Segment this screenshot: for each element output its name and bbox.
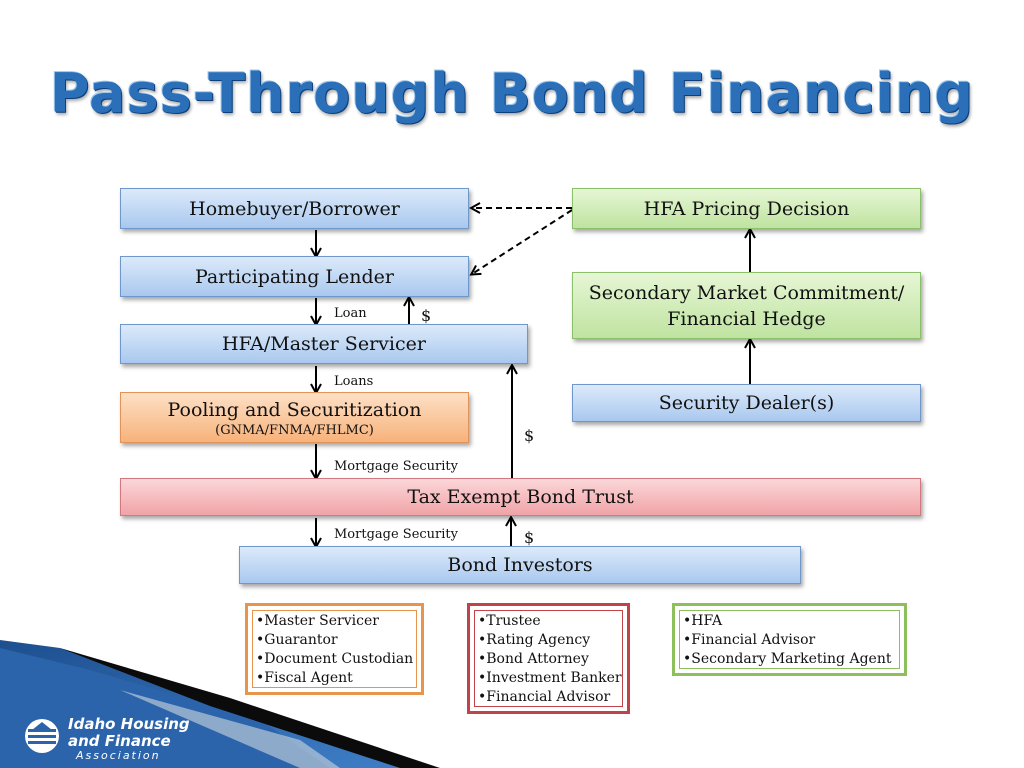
dealer-box: Security Dealer(s) xyxy=(572,384,921,422)
list-item: •Financial Advisor xyxy=(683,632,816,648)
list-item: •Bond Attorney xyxy=(478,651,589,667)
pricing-box: HFA Pricing Decision xyxy=(572,188,921,229)
dealer-label: Security Dealer(s) xyxy=(658,392,835,414)
dollar-label-servicer: $ xyxy=(524,426,535,445)
trust-label: Tax Exempt Bond Trust xyxy=(407,486,634,508)
mortgage-security-label-1: Mortgage Security xyxy=(334,459,458,474)
logo-line3: Association xyxy=(76,749,161,762)
trust-box: Tax Exempt Bond Trust xyxy=(120,478,921,516)
page-title: Pass-Through Bond Financing xyxy=(49,62,975,125)
dollar-label-trust: $ xyxy=(524,528,535,547)
mortgage-security-label-2: Mortgage Security xyxy=(334,527,458,542)
lender-label: Participating Lender xyxy=(195,265,394,288)
homebuyer-box: Homebuyer/Borrower xyxy=(120,188,469,229)
servicer-label: HFA/Master Servicer xyxy=(222,333,426,355)
list-item: •Financial Advisor xyxy=(478,689,611,705)
homebuyer-label: Homebuyer/Borrower xyxy=(189,197,400,220)
list-item: •Trustee xyxy=(478,613,541,629)
list-item: •Investment Banker xyxy=(478,670,622,686)
list-item: •HFA xyxy=(683,613,723,629)
loans-label: Loans xyxy=(334,374,374,389)
pooling-box: Pooling and Securitization (GNMA/FNMA/FH… xyxy=(120,392,469,443)
list-item: •Master Servicer xyxy=(256,613,379,629)
logo-line1: Idaho Housing xyxy=(68,715,190,733)
pricing-label: HFA Pricing Decision xyxy=(643,197,850,220)
investors-box: Bond Investors xyxy=(239,546,801,584)
idaho-housing-logo-icon xyxy=(25,719,59,753)
investors-label: Bond Investors xyxy=(447,554,593,576)
dollar-label-lender: $ xyxy=(421,306,432,325)
list-item: •Guarantor xyxy=(256,632,338,648)
list-item: •Secondary Marketing Agent xyxy=(683,651,892,667)
pooling-sublabel: (GNMA/FNMA/FHLMC) xyxy=(215,423,374,438)
loan-label: Loan xyxy=(334,306,367,321)
secondary-label-line2: Financial Hedge xyxy=(667,307,826,330)
red-participants-list: •Trustee •Rating Agency •Bond Attorney •… xyxy=(467,603,630,714)
list-item: •Fiscal Agent xyxy=(256,670,353,686)
secondary-label-line1: Secondary Market Commitment/ xyxy=(588,281,905,304)
secondary-box: Secondary Market Commitment/ Financial H… xyxy=(572,272,921,339)
servicer-box: HFA/Master Servicer xyxy=(120,324,528,364)
orange-participants-list: •Master Servicer •Guarantor •Document Cu… xyxy=(245,603,424,695)
pooling-label: Pooling and Securitization xyxy=(167,399,422,421)
dashed-arrow-pricing-to-lender xyxy=(472,209,573,274)
lender-box: Participating Lender xyxy=(120,256,469,297)
list-item: •Document Custodian xyxy=(256,651,414,667)
green-participants-list: •HFA •Financial Advisor •Secondary Marke… xyxy=(672,603,907,676)
logo-line2: and Finance xyxy=(68,732,171,750)
list-item: •Rating Agency xyxy=(478,632,591,648)
